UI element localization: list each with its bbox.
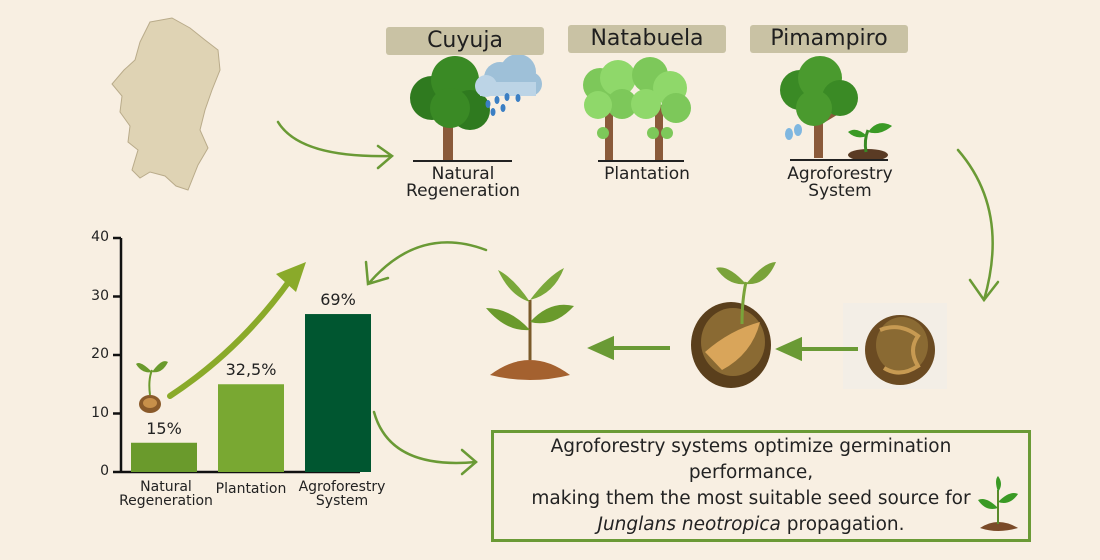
bar-category-label: Agroforestry System bbox=[298, 479, 386, 509]
bar bbox=[131, 442, 197, 472]
bar bbox=[305, 314, 371, 472]
y-tick-label: 10 bbox=[91, 404, 109, 421]
bar bbox=[218, 384, 284, 472]
y-tick-label: 40 bbox=[91, 229, 109, 245]
arrow-seed-to-germinating bbox=[775, 336, 858, 362]
seedling-icon bbox=[486, 268, 574, 380]
conclusion-line-1: Agroforestry systems optimize germinatio… bbox=[550, 436, 952, 483]
growth-arrow-icon bbox=[167, 262, 306, 399]
natural-regeneration-tree-icon bbox=[410, 56, 512, 162]
germinating-seed-icon bbox=[691, 262, 776, 388]
plantation-trees-icon bbox=[583, 57, 691, 162]
agroforestry-tree-icon bbox=[780, 56, 892, 161]
arrow-seedling-to-chart bbox=[364, 241, 488, 286]
chart-tick-marks bbox=[113, 236, 121, 474]
arrow-chart-to-message bbox=[372, 410, 478, 476]
bar-category-label: Natural Regeneration bbox=[119, 479, 213, 509]
conclusion-line-2: making them the most suitable seed sourc… bbox=[531, 488, 971, 509]
conclusion-box: Agroforestry systems optimize germinatio… bbox=[491, 430, 1031, 542]
y-tick-label: 30 bbox=[91, 287, 109, 304]
site-label-pimampiro: Pimampiro bbox=[750, 25, 908, 53]
arrow-map-to-sites bbox=[276, 120, 395, 170]
walnut-seed-icon bbox=[843, 303, 947, 389]
caption-plantation: Plantation bbox=[604, 164, 690, 184]
bar-value-label: 69% bbox=[320, 290, 356, 310]
arrow-sites-to-seed bbox=[956, 148, 1000, 303]
arrow-germinating-to-seedling bbox=[587, 335, 670, 361]
caption-agroforestry-system: Agroforestry System bbox=[787, 164, 893, 201]
species-name: Junglans neotropica bbox=[597, 514, 781, 535]
sprouting-seed-icon bbox=[136, 361, 168, 413]
plant-icon bbox=[978, 476, 1018, 531]
bar-category-label: Plantation bbox=[215, 481, 287, 497]
site-label-cuyuja: Cuyuja bbox=[386, 27, 544, 55]
y-tick-label: 20 bbox=[91, 346, 109, 362]
conclusion-line-3: propagation. bbox=[780, 514, 905, 535]
y-tick-label: 0 bbox=[100, 463, 109, 479]
ecuador-map bbox=[111, 17, 221, 191]
bar-value-label: 15% bbox=[146, 418, 182, 438]
bar-value-label: 32,5% bbox=[225, 360, 277, 380]
chart-bars bbox=[131, 314, 371, 472]
rain-cloud-icon bbox=[475, 54, 542, 116]
caption-natural-regeneration: Natural Regeneration bbox=[406, 164, 520, 201]
conclusion-text: Agroforestry systems optimize germinatio… bbox=[494, 434, 1028, 538]
site-label-natabuela: Natabuela bbox=[568, 25, 726, 53]
